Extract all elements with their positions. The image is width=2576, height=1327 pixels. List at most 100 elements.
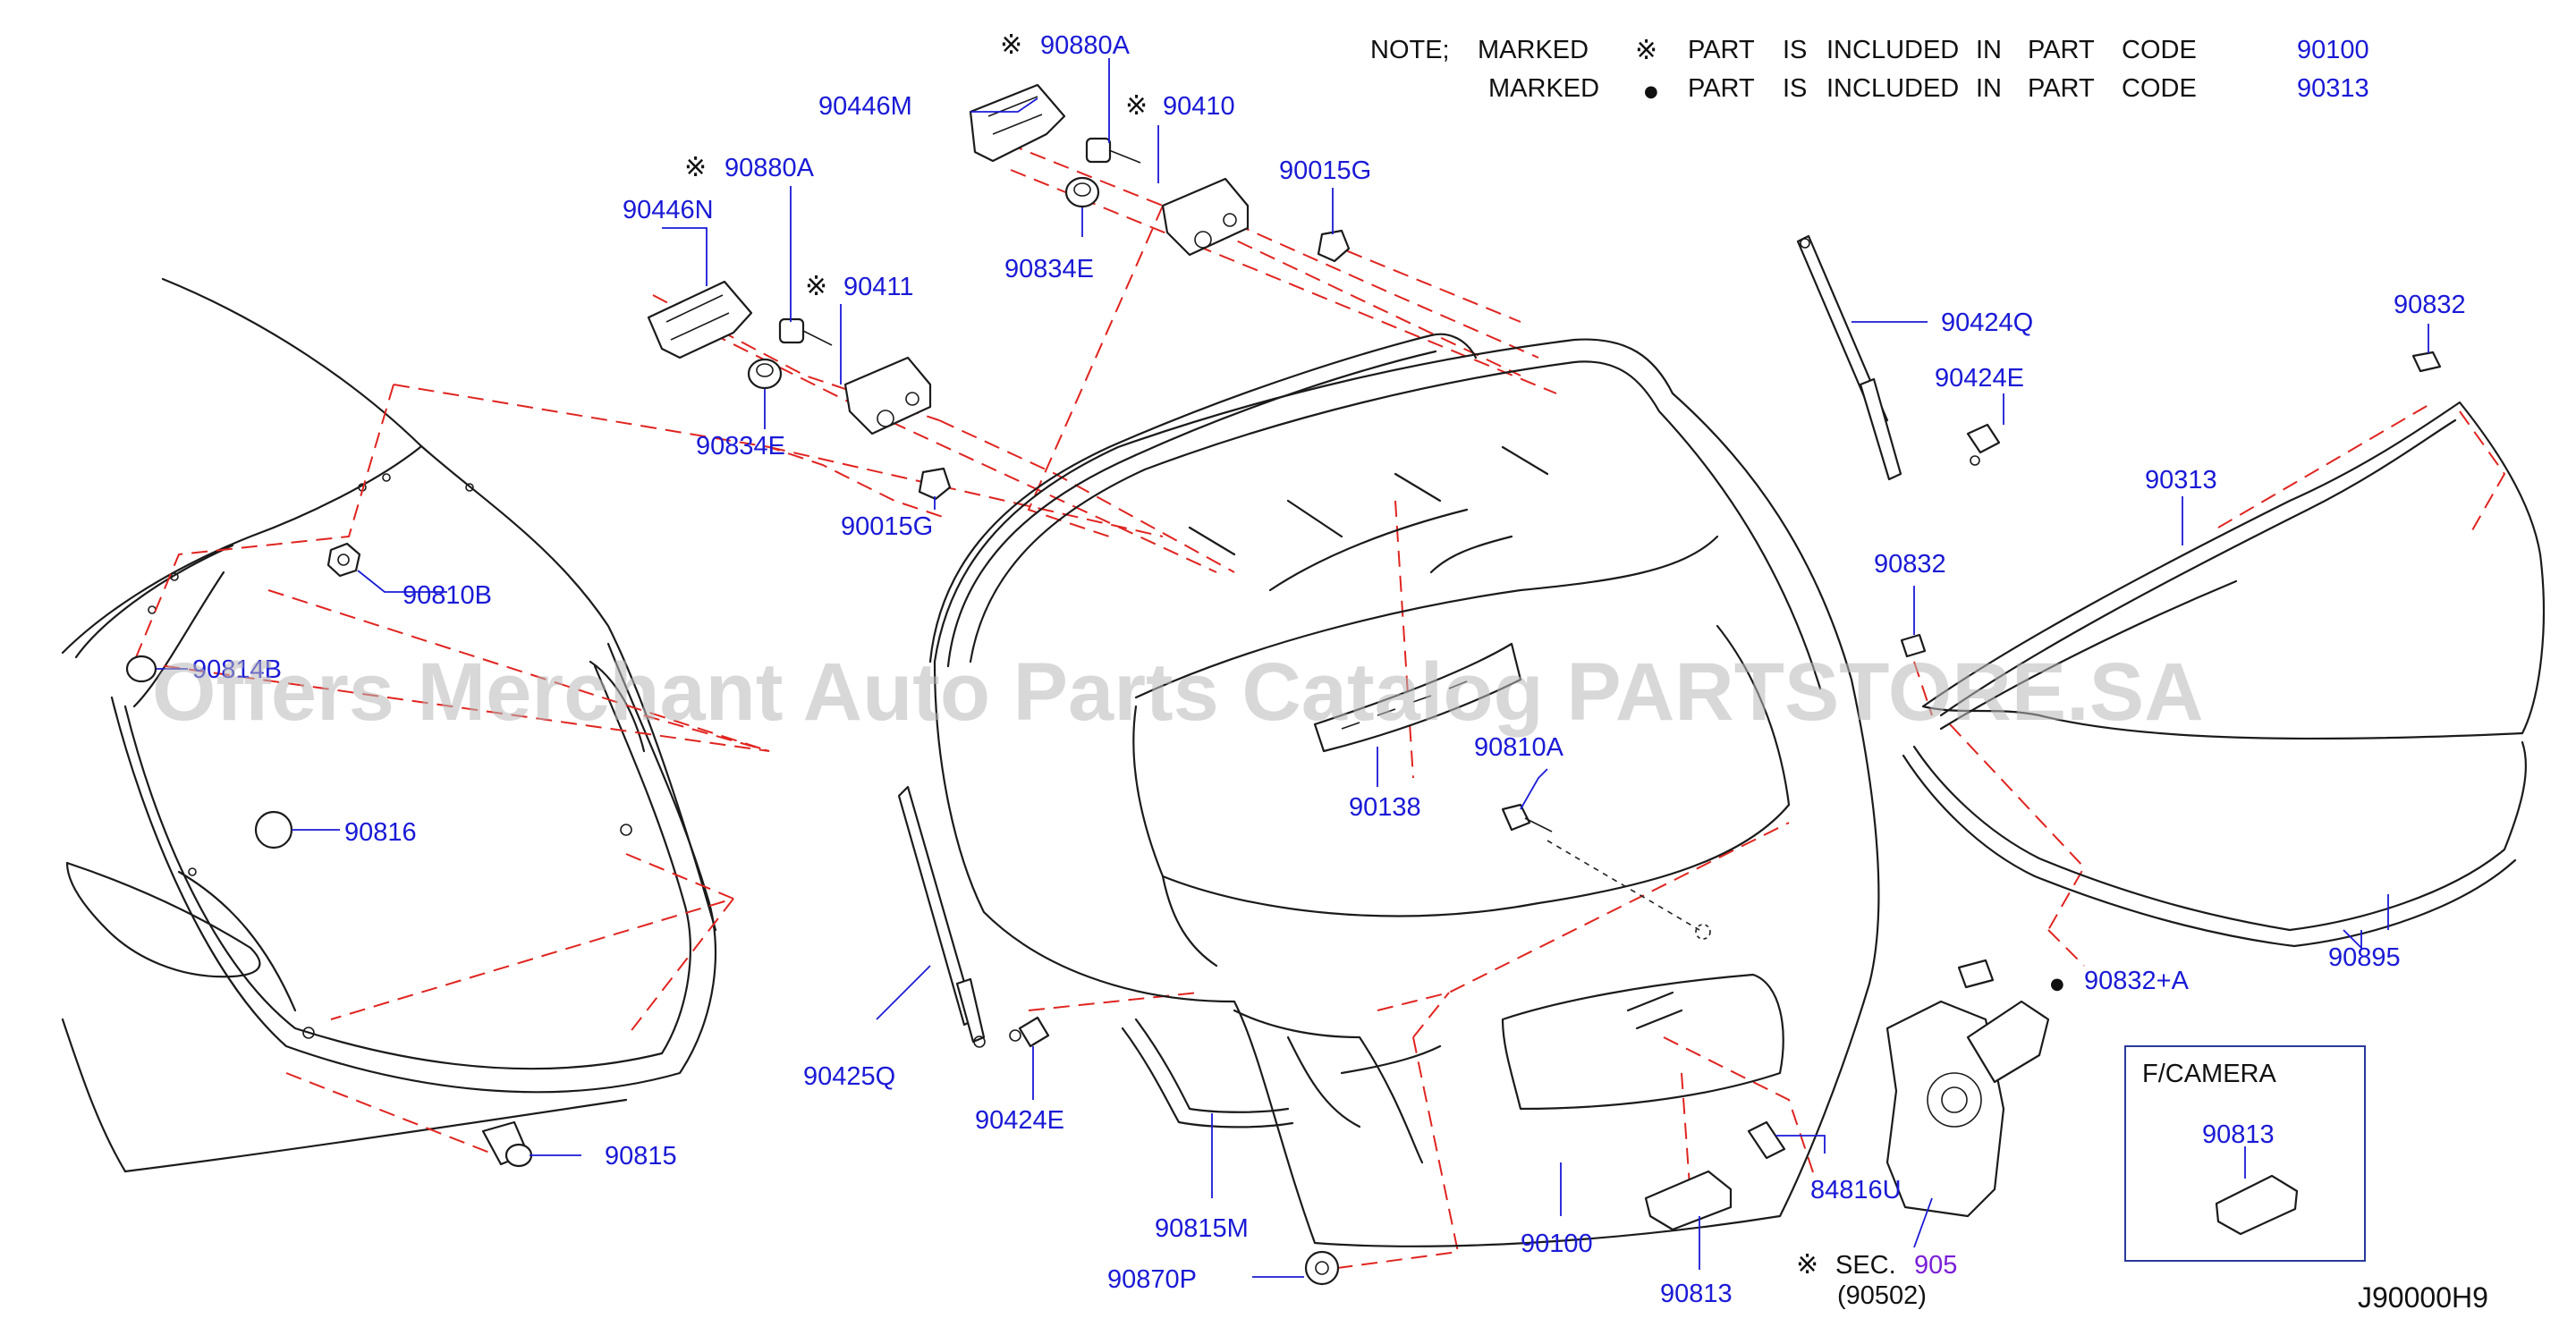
label-90880A-left[interactable]: 90880A [724, 154, 815, 182]
label-90834E-top[interactable]: 90834E [1004, 255, 1094, 283]
bolt-90880A-left[interactable] [778, 317, 833, 346]
note-row1-word: IN [1976, 36, 2002, 64]
gas-stay-90424Q[interactable] [1796, 234, 1902, 481]
label-90813-camera[interactable]: 90813 [2202, 1120, 2275, 1149]
back-door-panel[interactable] [933, 338, 1880, 1247]
label-90816[interactable]: 90816 [344, 818, 417, 847]
dot-mark-icon: ● [1644, 82, 1658, 101]
label-90813-lower[interactable]: 90813 [1660, 1280, 1733, 1308]
label-90410[interactable]: 90410 [1163, 92, 1235, 121]
rear-glass-molding-90895[interactable] [1902, 740, 2528, 948]
note-row1-word: PART [2028, 36, 2095, 64]
rear-glass-90313[interactable] [1921, 401, 2546, 740]
callout-labels: ※ 90880A 90446M ※ 90410 90015G 90834E ※ … [192, 30, 2488, 1314]
label-90425Q[interactable]: 90425Q [803, 1062, 895, 1091]
lock-actuator-sec-905[interactable] [1885, 1000, 2050, 1218]
grommet-90834E-top[interactable] [1064, 176, 1100, 208]
label-sec-word: SEC. [1835, 1251, 1896, 1280]
label-sec-905[interactable]: 905 [1914, 1251, 1957, 1280]
diagram-id: J90000H9 [2358, 1281, 2488, 1314]
bracket-90446M[interactable] [969, 83, 1066, 163]
bracket-90446N[interactable] [647, 280, 753, 359]
note-row2-word: IS [1783, 74, 1807, 103]
ball-stud-90424E-upper[interactable] [1966, 423, 2001, 466]
label-90424E-lower[interactable]: 90424E [975, 1106, 1064, 1135]
note-row2-word: PART [1688, 74, 1755, 103]
note-row2-code[interactable]: 90313 [2297, 74, 2369, 103]
label-90810B[interactable]: 90810B [402, 581, 492, 610]
label-90834E-left[interactable]: 90834E [696, 432, 785, 461]
spacer-90832-mid[interactable] [1900, 633, 1927, 658]
label-90446N[interactable]: 90446N [623, 196, 714, 224]
note-row1-marked: MARKED [1478, 36, 1589, 64]
label-90880A-top[interactable]: 90880A [1040, 31, 1131, 60]
label-90424E-upper[interactable]: 90424E [1935, 364, 2024, 393]
f-camera-title: F/CAMERA [2142, 1060, 2277, 1088]
label-90015G-mid[interactable]: 90015G [841, 512, 933, 541]
note-row2-word: IN [1976, 74, 2002, 103]
asterisk-mark-icon: ※ [684, 152, 707, 183]
label-90895[interactable]: 90895 [2328, 943, 2401, 972]
nut-90814B[interactable] [125, 655, 157, 683]
dot-mark-icon: ● [2050, 975, 2064, 993]
watermark-text: Offers Merchant Auto Parts Catalog PARTS… [152, 647, 2204, 738]
f-camera-inset [2124, 1045, 2366, 1262]
spacer-90832A[interactable] [1957, 959, 1995, 989]
asterisk-mark-icon: ※ [1000, 30, 1022, 61]
label-90815[interactable]: 90815 [605, 1142, 677, 1171]
note-row1-word: INCLUDED [1826, 36, 1959, 64]
label-90424Q[interactable]: 90424Q [1941, 309, 2033, 337]
bolt-90880A-top[interactable] [1085, 137, 1141, 164]
asterisk-mark-icon: ※ [805, 271, 827, 302]
bumper-90815[interactable] [481, 1120, 533, 1168]
note-row1-word: CODE [2122, 36, 2197, 64]
note-row1-word: IS [1783, 36, 1807, 64]
label-90313[interactable]: 90313 [2145, 466, 2217, 494]
label-90100[interactable]: 90100 [1521, 1230, 1593, 1258]
clip-90015G-top[interactable] [1317, 229, 1351, 263]
callout-leaders [157, 58, 2429, 1278]
spacer-90832-top[interactable] [2411, 351, 2442, 373]
ball-stud-90424E-lower[interactable] [1009, 1016, 1050, 1048]
hinge-90410[interactable] [1161, 177, 1250, 257]
label-90832-plus-a[interactable]: 90832+A [2084, 967, 2190, 995]
nut-90810B[interactable] [326, 542, 361, 578]
bolt-90810A[interactable] [1501, 803, 1553, 833]
vehicle-body-rear-opening [61, 277, 717, 1173]
finisher-90138[interactable] [1313, 642, 1522, 753]
label-90832-mid[interactable]: 90832 [1874, 550, 1946, 579]
asterisk-mark-icon: ※ [1125, 90, 1148, 122]
label-90814B[interactable]: 90814B [192, 655, 282, 684]
plug-90816[interactable] [254, 810, 293, 849]
bracket-90813-lower[interactable] [1644, 1170, 1733, 1231]
back-door-upper-frame [928, 333, 1478, 668]
label-90411[interactable]: 90411 [843, 273, 914, 301]
asterisk-mark-icon: ※ [1796, 1249, 1818, 1281]
gas-stay-90425Q[interactable] [897, 785, 986, 1048]
label-90810A[interactable]: 90810A [1474, 733, 1564, 762]
clip-90870P[interactable] [1304, 1250, 1340, 1286]
note-row1-word: PART [1688, 36, 1755, 64]
note-row2-word: PART [2028, 74, 2095, 103]
hinge-90411[interactable] [843, 356, 932, 435]
grommet-90834E-left[interactable] [747, 358, 783, 390]
label-90446M[interactable]: 90446M [818, 92, 912, 121]
label-sec-sub: (90502) [1837, 1281, 1927, 1310]
note-row1-code[interactable]: 90100 [2297, 36, 2369, 64]
asterisk-mark-icon: ※ [1635, 35, 1657, 66]
label-90870P[interactable]: 90870P [1107, 1265, 1197, 1294]
label-90138[interactable]: 90138 [1349, 793, 1421, 822]
label-84816U[interactable]: 84816U [1810, 1176, 1902, 1204]
label-90832-top[interactable]: 90832 [2394, 291, 2466, 319]
note-prefix: NOTE; [1370, 36, 1450, 64]
clip-90015G-mid[interactable] [918, 467, 952, 501]
label-90015G-top[interactable]: 90015G [1279, 156, 1371, 185]
label-90815M[interactable]: 90815M [1155, 1214, 1249, 1243]
weatherstrip-90815M[interactable] [1121, 1018, 1294, 1128]
note-row2-word: CODE [2122, 74, 2197, 103]
note-row2-word: INCLUDED [1826, 74, 1959, 103]
pad-84816U[interactable] [1747, 1120, 1786, 1160]
note-row2-marked: MARKED [1488, 74, 1599, 103]
